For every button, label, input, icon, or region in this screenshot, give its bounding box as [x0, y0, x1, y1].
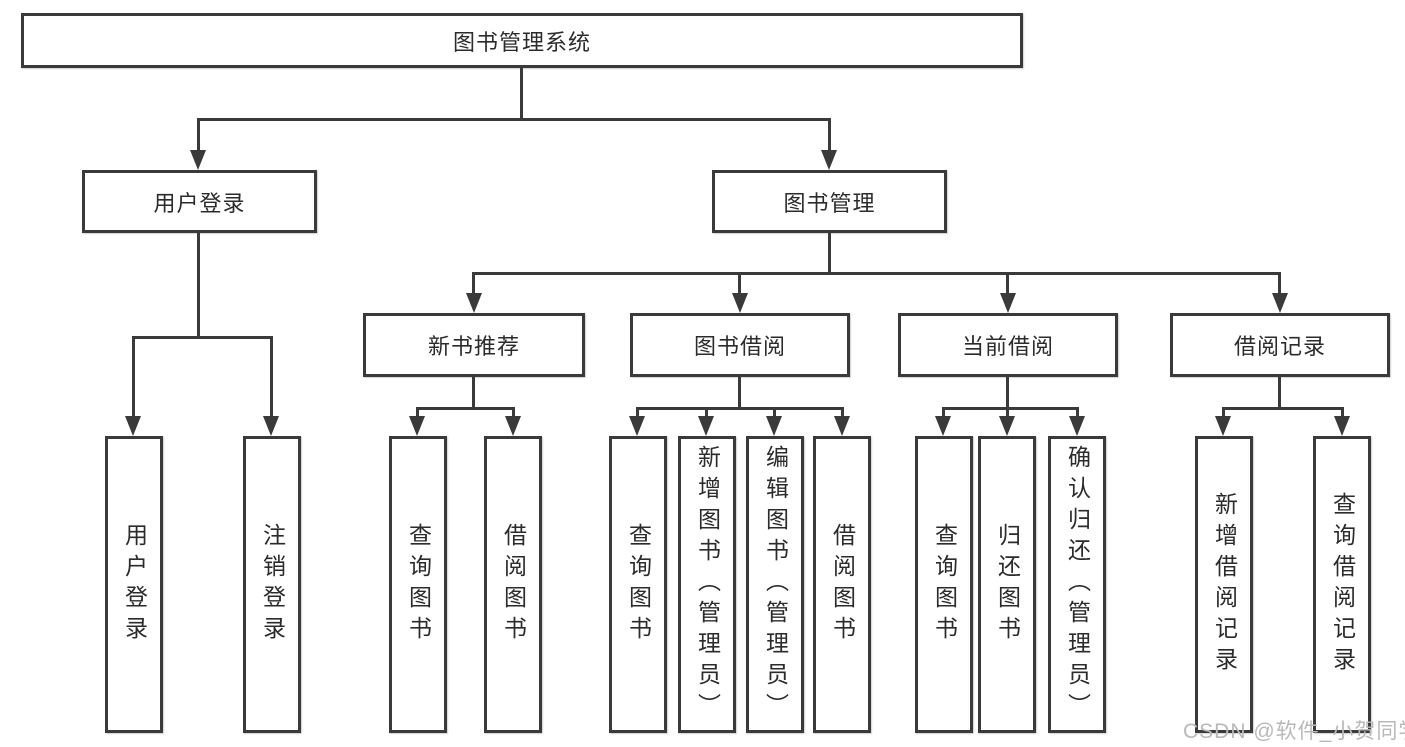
leaf-records-query-label: 查询借阅记录	[1329, 491, 1356, 678]
arrow-down-borrow-leaf1	[629, 416, 645, 436]
connector-current-stem	[1006, 272, 1009, 296]
root-label: 图书管理系统	[452, 29, 591, 55]
leaf-current-confirm-admin-label: 确认归还（管理员）	[1064, 445, 1091, 724]
leaf-user-login-label: 用户登录	[121, 522, 148, 647]
leaf-current-return: 归还图书	[978, 436, 1036, 733]
leaf-current-query-label: 查询图书	[931, 522, 958, 647]
connector-newbook-leaf2-stem	[512, 407, 515, 419]
root-box: 图书管理系统	[21, 13, 1023, 68]
connector-records-stem	[1278, 272, 1281, 296]
arrow-down-records-leaf2	[1334, 416, 1350, 436]
connector-newbook-stem	[472, 272, 475, 296]
leaf-logout: 注销登录	[243, 436, 301, 733]
connector-current-leaf1-stem	[942, 407, 945, 419]
connector-level3-hbar	[472, 272, 1281, 275]
branch-book-management-box: 图书管理	[712, 170, 947, 233]
leaf-borrow-borrow: 借阅图书	[813, 436, 871, 733]
leaf-newbook-borrow-label: 借阅图书	[500, 522, 527, 647]
connector-current-leaf3-stem	[1076, 407, 1079, 419]
leaf-logout-label: 注销登录	[259, 522, 286, 647]
arrow-down-current-leaf3	[1069, 416, 1085, 436]
connector-borrow-leaf2-stem	[705, 407, 708, 419]
arrow-down-login-leaf2	[263, 416, 279, 436]
leaf-records-add: 新增借阅记录	[1195, 436, 1253, 733]
connector-login-leaf2-stem	[270, 336, 273, 418]
connector-current-vline	[1006, 377, 1009, 407]
arrow-down-login	[190, 150, 206, 170]
connector-records-leaf2-stem	[1341, 407, 1344, 419]
leaf-user-login: 用户登录	[105, 436, 163, 733]
connector-borrow-vline	[738, 377, 741, 407]
leaf-borrow-query: 查询图书	[609, 436, 667, 733]
leaf-records-add-label: 新增借阅记录	[1211, 491, 1238, 678]
arrow-down-borrow-leaf3	[766, 416, 782, 436]
leaf-borrow-add-admin-label: 新增图书（管理员）	[694, 445, 721, 724]
leaf-newbook-borrow: 借阅图书	[484, 436, 542, 733]
connector-level2-hbar	[197, 118, 831, 121]
connector-management-stem	[828, 118, 831, 152]
arrow-down-records-leaf1	[1215, 416, 1231, 436]
connector-newbook-leaf1-stem	[416, 407, 419, 419]
csdn-watermark: CSDN @软件_小贺同学	[1183, 720, 1405, 743]
arrow-down-borrow	[732, 293, 748, 313]
connector-borrow-hbar	[636, 407, 844, 410]
leaf-records-query: 查询借阅记录	[1313, 436, 1371, 733]
connector-records-leaf1-stem	[1222, 407, 1225, 419]
connector-borrow-leaf1-stem	[636, 407, 639, 419]
connector-login-stem	[197, 118, 200, 152]
arrow-down-current-leaf1	[935, 416, 951, 436]
module-current-label: 当前借阅	[961, 334, 1054, 359]
branch-user-login-box: 用户登录	[82, 170, 317, 233]
module-new-book-box: 新书推荐	[363, 313, 585, 377]
connector-borrow-stem	[738, 272, 741, 296]
leaf-current-confirm-admin: 确认归还（管理员）	[1048, 436, 1106, 733]
connector-current-leaf2-stem	[1006, 407, 1009, 419]
module-current-box: 当前借阅	[898, 313, 1118, 377]
connector-borrow-leaf3-stem	[773, 407, 776, 419]
leaf-borrow-add-admin: 新增图书（管理员）	[678, 436, 736, 733]
module-new-book-label: 新书推荐	[427, 334, 520, 359]
connector-login-vline	[197, 233, 200, 336]
connector-records-hbar	[1222, 407, 1343, 410]
arrow-down-newbook-leaf2	[505, 416, 521, 436]
arrow-down-current-leaf2	[999, 416, 1015, 436]
connector-borrow-leaf4-stem	[841, 407, 844, 419]
connector-current-hbar	[942, 407, 1079, 410]
arrow-down-login-leaf1	[125, 416, 141, 436]
module-records-box: 借阅记录	[1170, 313, 1390, 377]
connector-newbook-hbar	[416, 407, 515, 410]
arrow-down-records	[1272, 293, 1288, 313]
leaf-borrow-edit-admin: 编辑图书（管理员）	[746, 436, 804, 733]
arrow-down-borrow-leaf2	[698, 416, 714, 436]
module-borrow-label: 图书借阅	[693, 334, 786, 359]
leaf-current-query: 查询图书	[915, 436, 973, 733]
leaf-borrow-edit-admin-label: 编辑图书（管理员）	[762, 445, 789, 724]
arrow-down-borrow-leaf4	[834, 416, 850, 436]
leaf-borrow-borrow-label: 借阅图书	[829, 522, 856, 647]
leaf-current-return-label: 归还图书	[994, 522, 1021, 647]
arrow-down-newbook-leaf1	[409, 416, 425, 436]
connector-root-vline	[520, 68, 523, 118]
connector-management-vline	[828, 233, 831, 272]
leaf-newbook-query-label: 查询图书	[405, 522, 432, 647]
connector-login-leaf1-stem	[132, 336, 135, 418]
arrow-down-current	[1000, 293, 1016, 313]
branch-book-management-label: 图书管理	[783, 190, 876, 216]
module-borrow-box: 图书借阅	[630, 313, 850, 377]
module-records-label: 借阅记录	[1233, 334, 1326, 359]
leaf-newbook-query: 查询图书	[389, 436, 447, 733]
branch-user-login-label: 用户登录	[153, 190, 246, 216]
leaf-borrow-query-label: 查询图书	[625, 522, 652, 647]
arrow-down-newbook	[466, 293, 482, 313]
connector-newbook-vline	[472, 377, 475, 407]
connector-records-vline	[1278, 377, 1281, 407]
arrow-down-management	[821, 150, 837, 170]
connector-login-hbar	[132, 336, 273, 339]
